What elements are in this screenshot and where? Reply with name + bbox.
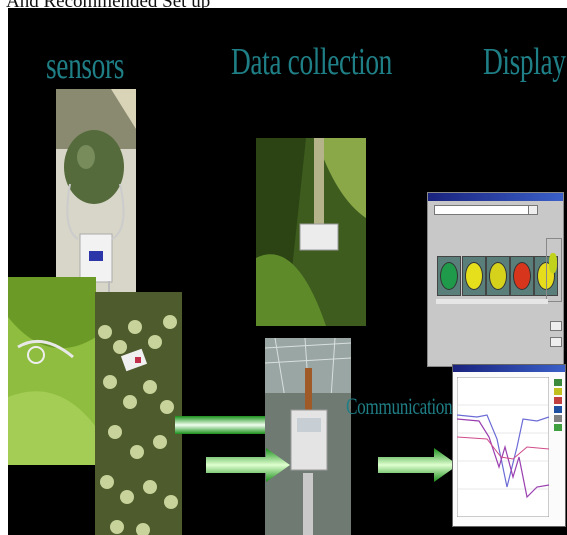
status-light-green-icon: [440, 262, 458, 290]
window-button-2: [550, 321, 562, 331]
communication-label: Communication: [346, 394, 453, 419]
chart-titlebar: [453, 365, 565, 372]
window-button-3: [550, 337, 562, 347]
tool-icon: [554, 424, 562, 431]
status-panel-1: [437, 256, 461, 296]
status-light-red-icon: [513, 262, 531, 290]
window-titlebar: [428, 193, 563, 201]
heading-data-collection: Data collection: [231, 41, 392, 83]
chart-toolbar: [554, 379, 562, 517]
leaf-sensor-photo: [8, 277, 96, 465]
slide: sensors Data collection Display: [8, 8, 567, 535]
tool-icon: [554, 406, 562, 413]
arrow-to-station-icon: [206, 448, 290, 482]
display-software-window: [427, 192, 564, 367]
tool-icon: [554, 388, 562, 395]
status-light-yellow-icon: [489, 262, 507, 290]
grapes-photo: [95, 292, 182, 535]
window-field: [434, 205, 536, 215]
greenhouse-station-photo: [265, 338, 351, 535]
heading-display: Display: [483, 41, 566, 83]
side-panel: [546, 238, 562, 302]
tool-icon: [554, 415, 562, 422]
window-button: [528, 205, 538, 215]
tool-icon: [554, 397, 562, 404]
plant-collector-photo: [256, 138, 366, 326]
status-panel-3: [486, 256, 510, 296]
status-light-yellow-icon: [465, 262, 483, 290]
arrow-sensors-to-collection-icon: [175, 416, 265, 434]
chart-plot: [457, 377, 549, 517]
chart-window: [452, 364, 566, 527]
labels-row: [436, 299, 548, 304]
arrow-to-display-icon: [378, 448, 458, 482]
status-panel-2: [462, 256, 486, 296]
plant-indicator-icon: [549, 253, 557, 273]
tool-icon: [554, 379, 562, 386]
heading-sensors: sensors: [46, 45, 125, 87]
status-panel-4: [510, 256, 534, 296]
